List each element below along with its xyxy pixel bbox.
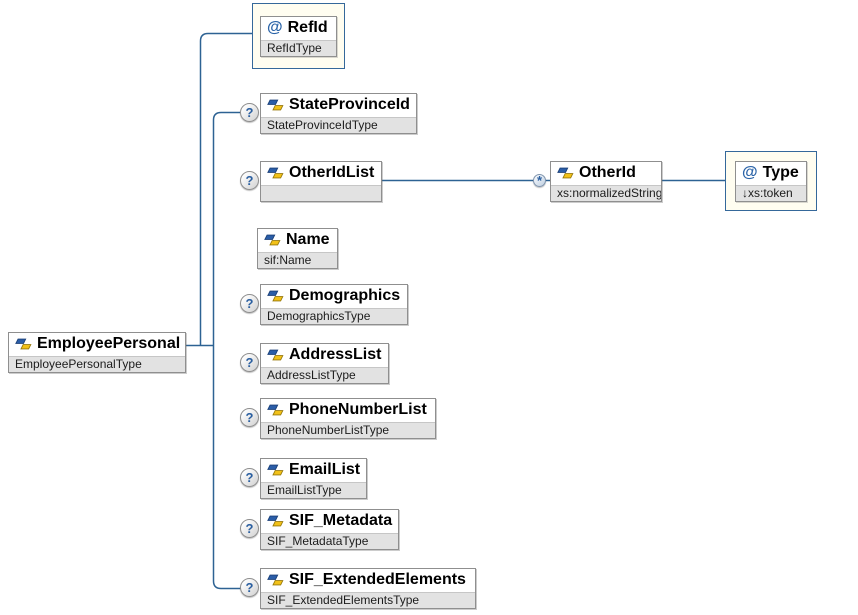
element-title: AddressList [261,344,388,367]
element-node-stateprovinceid[interactable]: StateProvinceId StateProvinceIdType [260,93,417,134]
children-trunk-line [212,111,241,590]
element-type: PhoneNumberListType [261,422,435,438]
optional-badge: ? [240,468,259,487]
element-type: EmailListType [261,482,366,498]
optional-badge: ? [240,103,259,122]
element-name: SIF_ExtendedElements [289,571,466,588]
element-type: SIF_ExtendedElementsType [261,592,475,608]
element-icon [264,234,281,246]
optional-badge: ? [240,171,259,190]
element-type: EmployeePersonalType [9,356,185,372]
element-type: StateProvinceIdType [261,117,416,133]
attribute-group-refid: @ RefId RefIdType [252,3,345,69]
element-icon [267,99,284,111]
element-name: EmployeePersonal [37,335,181,352]
element-node-sif-extendedelements[interactable]: SIF_ExtendedElements SIF_ExtendedElement… [260,568,476,609]
element-type: sif:Name [258,252,337,268]
element-title: Name [258,229,337,252]
attribute-name: Type [762,163,799,181]
element-type: AddressListType [261,367,388,383]
repeat-badge: * [533,174,546,187]
element-icon [267,404,284,416]
element-node-phonenumberlist[interactable]: PhoneNumberList PhoneNumberListType [260,398,436,439]
attribute-type: RefIdType [261,39,336,56]
element-type: SIF_MetadataType [261,533,398,549]
element-icon [267,167,284,179]
element-name: EmailList [289,461,361,478]
element-name: OtherIdList [289,164,375,181]
element-icon [267,464,284,476]
element-node-name[interactable]: Name sif:Name [257,228,338,269]
element-icon [15,338,32,350]
element-icon [267,574,284,586]
element-icon [267,290,284,302]
element-name: PhoneNumberList [289,401,427,418]
element-title: OtherIdList [261,162,381,185]
element-name: Name [286,231,330,248]
attribute-node-refid[interactable]: @ RefId RefIdType [260,15,337,57]
optional-badge: ? [240,578,259,597]
element-icon [557,167,574,179]
optional-badge: ? [240,353,259,372]
element-title: SIF_ExtendedElements [261,569,475,592]
element-name: SIF_Metadata [289,512,393,529]
element-icon [267,515,284,527]
attribute-type: ↓xs:token [736,184,806,201]
attribute-group-type: @ Type ↓xs:token [725,151,817,211]
optional-badge: ? [240,408,259,427]
element-node-employeepersonal[interactable]: EmployeePersonal EmployeePersonalType [8,332,186,373]
element-node-sif-metadata[interactable]: SIF_Metadata SIF_MetadataType [260,509,399,550]
attribute-node-type[interactable]: @ Type ↓xs:token [735,160,807,202]
optional-badge: ? [240,519,259,538]
attribute-icon: @ [742,163,758,181]
optional-badge: ? [240,294,259,313]
element-title: PhoneNumberList [261,399,435,422]
element-type [261,185,381,201]
element-node-otherid[interactable]: OtherId xs:normalizedString [550,161,662,202]
element-name: Demographics [289,287,401,304]
element-node-addresslist[interactable]: AddressList AddressListType [260,343,389,384]
element-title: SIF_Metadata [261,510,398,533]
element-name: OtherId [579,164,636,181]
attribute-title: @ Type [736,162,806,185]
element-title: EmailList [261,459,366,482]
element-title: OtherId [551,162,661,185]
element-type: xs:normalizedString [551,185,661,201]
element-title: EmployeePersonal [9,333,185,356]
element-node-otheridlist[interactable]: OtherIdList [260,161,382,202]
element-name: StateProvinceId [289,96,410,113]
element-type: DemographicsType [261,308,407,324]
element-name: AddressList [289,346,382,363]
attribute-name: RefId [287,18,328,36]
element-icon [267,349,284,361]
attribute-title: @ RefId [261,17,336,40]
element-node-demographics[interactable]: Demographics DemographicsType [260,284,408,325]
attribute-connector-line [199,32,252,345]
element-title: StateProvinceId [261,94,416,117]
element-title: Demographics [261,285,407,308]
attribute-icon: @ [267,18,283,36]
element-node-emaillist[interactable]: EmailList EmailListType [260,458,367,499]
